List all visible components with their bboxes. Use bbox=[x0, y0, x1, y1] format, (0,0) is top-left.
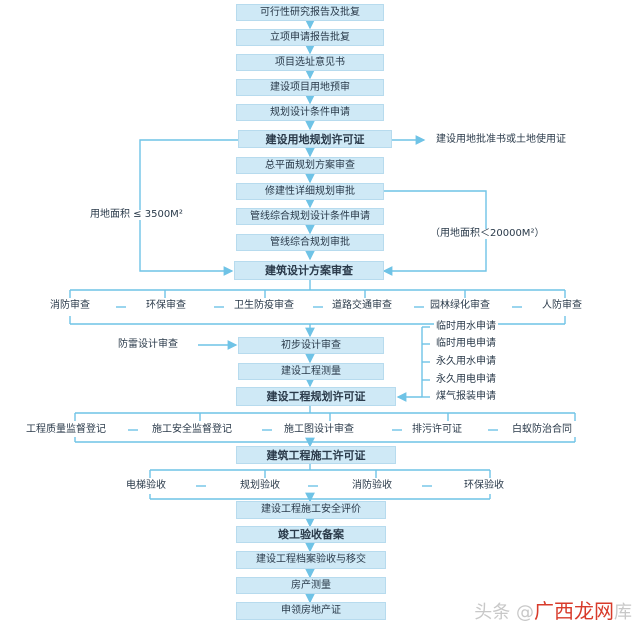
utility-perm-water: 永久用水申请 bbox=[434, 356, 498, 367]
step-pipeline-conditions: 管线综合规划设计条件申请 bbox=[236, 208, 384, 225]
step-detailed-plan-approval: 修建性详细规划审批 bbox=[236, 183, 384, 200]
step-feasibility-study: 可行性研究报告及批复 bbox=[236, 4, 384, 21]
watermark-prefix: 头条 @ bbox=[474, 602, 534, 623]
step-master-plan-review: 总平面规划方案审查 bbox=[236, 157, 384, 174]
review-environment: 环保审查 bbox=[144, 300, 188, 311]
step-land-pre-review: 建设项目用地预审 bbox=[236, 79, 384, 96]
watermark-suffix: 库 bbox=[614, 602, 632, 623]
area-large-label: （用地面积＜20000M²） bbox=[428, 228, 547, 239]
item-quality-registration: 工程质量监督登记 bbox=[24, 424, 108, 435]
lightning-review: 防雷设计审查 bbox=[116, 339, 180, 350]
utility-gas: 煤气报装申请 bbox=[434, 391, 498, 402]
step-completion-filing: 竣工验收备案 bbox=[236, 526, 386, 543]
utility-temp-water: 临时用水申请 bbox=[434, 321, 498, 332]
land-use-certificate-label: 建设用地批准书或土地使用证 bbox=[434, 134, 568, 145]
utility-temp-power: 临时用电申请 bbox=[434, 338, 498, 349]
accept-elevator: 电梯验收 bbox=[124, 480, 168, 491]
watermark-brand: 广西龙网 bbox=[534, 599, 614, 623]
step-planning-conditions: 规划设计条件申请 bbox=[236, 104, 384, 121]
review-civil-defense: 人防审查 bbox=[540, 300, 584, 311]
step-safety-evaluation: 建设工程施工安全评价 bbox=[236, 501, 386, 519]
step-property-survey: 房产测量 bbox=[236, 577, 386, 594]
item-drawing-review: 施工图设计审查 bbox=[282, 424, 356, 435]
review-traffic: 道路交通审查 bbox=[330, 300, 394, 311]
accept-environment: 环保验收 bbox=[462, 480, 506, 491]
item-termite-contract: 白蚁防治合同 bbox=[510, 424, 574, 435]
step-archive-handover: 建设工程档案验收与移交 bbox=[236, 551, 386, 569]
accept-planning: 规划验收 bbox=[238, 480, 282, 491]
accept-fire: 消防验收 bbox=[350, 480, 394, 491]
step-architecture-review: 建筑设计方案审查 bbox=[234, 261, 384, 280]
step-engineering-survey: 建设工程测量 bbox=[238, 363, 384, 380]
step-land-planning-permit: 建设用地规划许可证 bbox=[238, 130, 392, 148]
watermark: 头条 @广西龙网库 bbox=[474, 595, 632, 624]
item-safety-registration: 施工安全监督登记 bbox=[150, 424, 234, 435]
step-project-approval: 立项申请报告批复 bbox=[236, 29, 384, 46]
step-site-selection: 项目选址意见书 bbox=[236, 54, 384, 71]
utility-perm-power: 永久用电申请 bbox=[434, 374, 498, 385]
step-construction-permit: 建筑工程施工许可证 bbox=[236, 446, 396, 464]
review-landscape: 园林绿化审查 bbox=[428, 300, 492, 311]
step-pipeline-approval: 管线综合规划审批 bbox=[236, 234, 384, 251]
area-small-label: 用地面积 ≤ 3500M² bbox=[88, 209, 185, 220]
review-fire: 消防审查 bbox=[48, 300, 92, 311]
review-sanitation: 卫生防疫审查 bbox=[232, 300, 296, 311]
step-preliminary-design: 初步设计审查 bbox=[238, 337, 384, 354]
step-engineering-permit: 建设工程规划许可证 bbox=[236, 387, 396, 406]
item-discharge-permit: 排污许可证 bbox=[410, 424, 464, 435]
step-property-certificate: 申领房地产证 bbox=[236, 602, 386, 620]
